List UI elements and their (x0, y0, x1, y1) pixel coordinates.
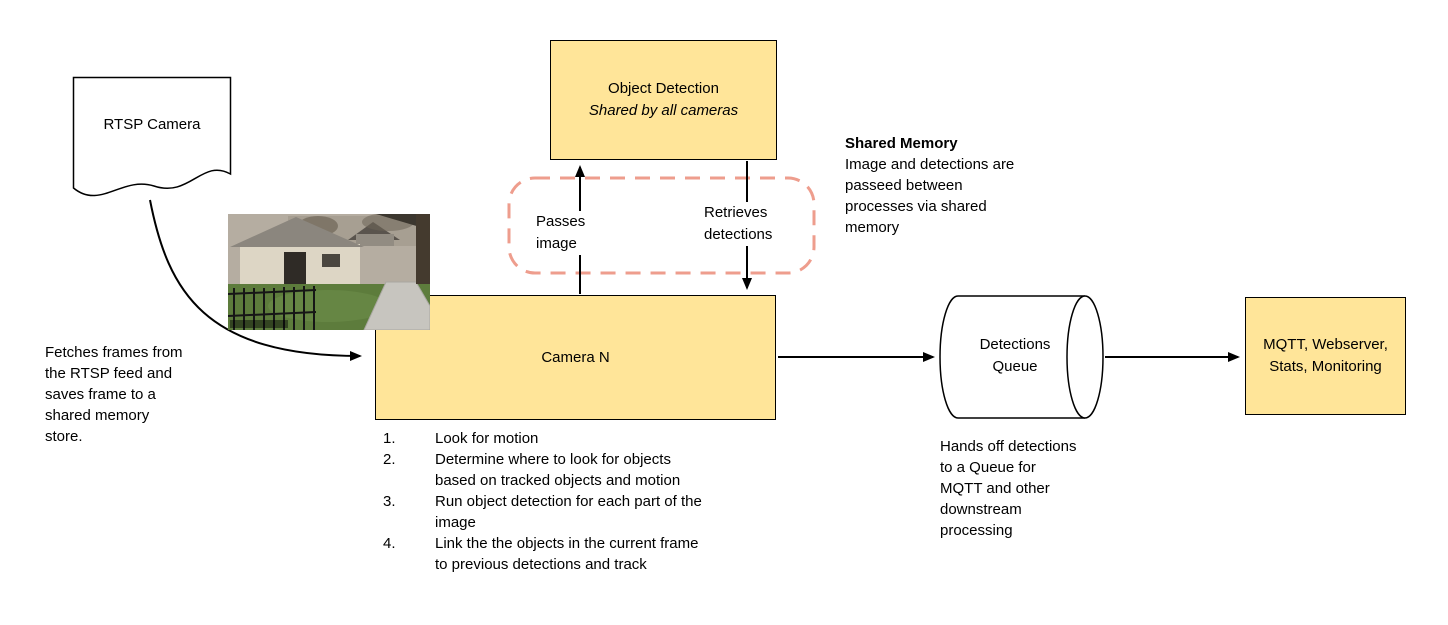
object-detection-subtitle: Shared by all cameras (588, 102, 739, 119)
detections-queue-label: Detections Queue (979, 336, 1051, 375)
step-text: Determine where to look for objects base… (435, 451, 681, 489)
detections-queue-cylinder (939, 295, 1104, 419)
object-detection-title: Object Detection (608, 80, 719, 97)
camera-n-steps: 1. Look for motion 2. Determine where to… (383, 428, 755, 575)
step-text: Link the the objects in the current fram… (435, 535, 699, 573)
step-text: Run object detection for each part of th… (435, 493, 702, 531)
timestamp-overlay (230, 320, 288, 328)
step-number: 3. (383, 493, 396, 510)
shared-memory-dashed-region (507, 176, 816, 275)
step-number: 1. (383, 430, 396, 447)
rtsp-camera-label: RTSP Camera (103, 116, 201, 133)
camera-n-label: Camera N (541, 348, 610, 366)
object-detection-node: Object Detection Shared by all cameras (550, 40, 777, 160)
step-number: 2. (383, 451, 396, 468)
outputs-node: MQTT, Webserver, Stats, Monitoring (1245, 297, 1406, 415)
step-number: 4. (383, 535, 396, 552)
step-text: Look for motion (435, 430, 539, 447)
shared-memory-note-title: Shared Memory (845, 135, 958, 152)
camera-n-node: Camera N (375, 295, 776, 420)
detections-queue-note: Hands off detections to a Queue for MQTT… (940, 438, 1077, 539)
passes-image-label: Passes image (536, 211, 596, 255)
fence (228, 286, 317, 330)
fetch-frames-note: Fetches frames from the RTSP feed and sa… (45, 344, 183, 445)
retrieves-detections-label: Retrieves detections (704, 202, 792, 246)
shared-memory-note-body: Image and detections are passeed between… (845, 156, 1015, 236)
camera-frame-image (228, 214, 430, 330)
shared-memory-note: Shared Memory Image and detections are p… (845, 133, 1060, 238)
rtsp-camera-shape (72, 76, 232, 197)
arrow-rtsp-to-camera (149, 199, 362, 361)
